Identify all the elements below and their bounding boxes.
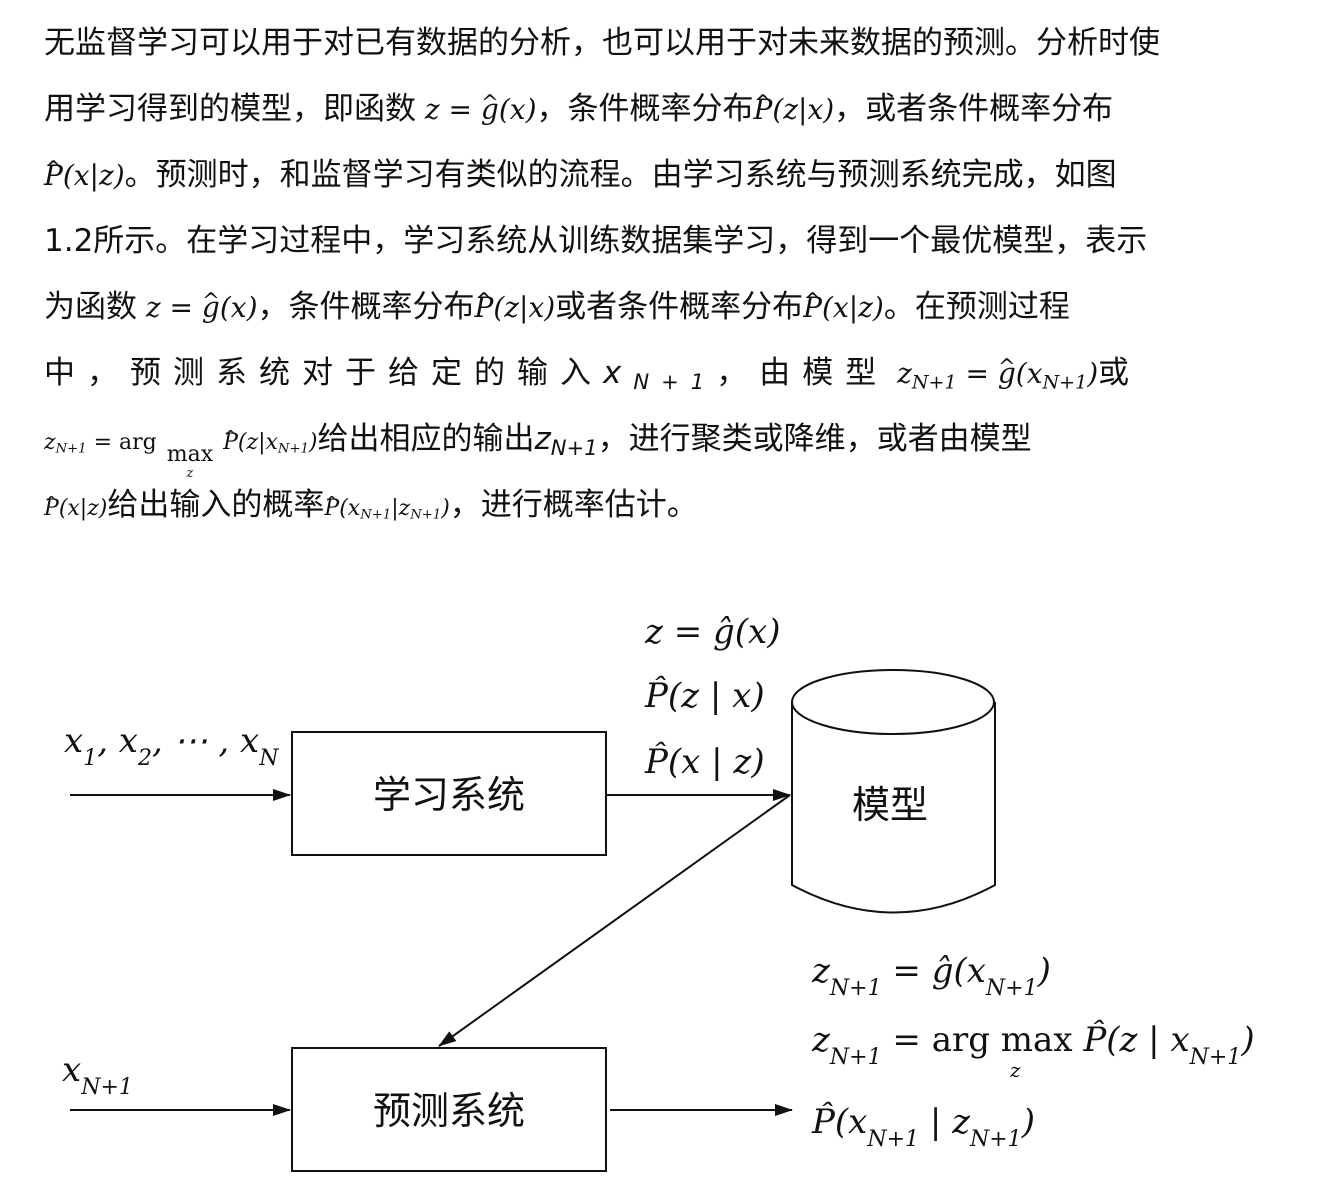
paragraph-text: 。在预测过程 [883, 289, 1070, 325]
model-to-prediction-arrow [438, 794, 791, 1047]
learned-output-2: P̂(z | x) [644, 675, 765, 716]
paragraph-line-1: 无监督学习可以用于对已有数据的分析，也可以用于对未来数据的预测。分析时使 [44, 10, 1240, 76]
paragraph-line-3: P(x|z)。预测时，和监督学习有类似的流程。由学习系统与预测系统完成，如图 [44, 142, 1240, 208]
paragraph-text: ，条件概率分布 [536, 91, 754, 127]
inline-formula: zN+1 = g(xN+1) [888, 357, 1098, 393]
paragraph-text: ，由模型 [716, 355, 889, 391]
prediction-output-2: zN+1 = arg max P̂(z | xN+1) [811, 1019, 1255, 1070]
model-cylinder-top [791, 669, 995, 735]
paragraph-line-6: 中，预测系统对于给定的输入xN+1，由模型 zN+1 = g(xN+1)或 [44, 340, 1240, 406]
prediction-system-label: 预测系统 [373, 1089, 525, 1133]
argmax-subscript: z [1009, 1058, 1021, 1082]
inline-formula: P(xN+1|zN+1) [324, 496, 449, 523]
paragraph-line-4: 1.2所示。在学习过程中，学习系统从训练数据集学习，得到一个最优模型，表示 [44, 208, 1240, 274]
learning-system-box [291, 731, 607, 856]
paragraph-text: ，进行概率估计。 [449, 487, 698, 523]
body-paragraph: 无监督学习可以用于对已有数据的分析，也可以用于对未来数据的预测。分析时使 用学习… [44, 10, 1240, 538]
prediction-output-1: zN+1 = ĝ(xN+1) [811, 951, 1051, 1001]
inline-formula: z = g(x) [137, 291, 258, 324]
training-input-label: x1, x2, ⋯ , xN [64, 721, 279, 771]
paragraph-text: 。预测时，和监督学习有类似的流程。由学习系统与预测系统完成，如图 [124, 157, 1117, 193]
paragraph-line-8: P(x|z)给出输入的概率P(xN+1|zN+1)，进行概率估计。 [44, 472, 1240, 538]
paragraph-text: 1.2所示。在学习过程中，学习系统从训练数据集学习，得到一个最优模型，表示 [44, 223, 1148, 259]
paragraph-text: ，或者条件概率分布 [834, 91, 1114, 127]
inline-formula: zN+1 [534, 421, 598, 460]
inline-formula: xN+1 [603, 355, 717, 394]
model-label: 模型 [852, 783, 928, 827]
paragraph-text: 给出输入的概率 [107, 487, 325, 523]
inline-formula: P(x|z) [44, 496, 107, 521]
prediction-output-3: P̂(xN+1 | zN+1) [811, 1101, 1035, 1152]
paragraph-text: 或 [1098, 355, 1130, 391]
model-cylinder-body [791, 702, 996, 914]
paragraph-text: 给出相应的输出 [317, 421, 535, 457]
paragraph-text: 为函数 [44, 289, 137, 325]
inline-formula: P(x|z) [44, 159, 125, 192]
inline-formula: P(z|x) [475, 291, 556, 324]
inline-formula: P(z|x) [754, 93, 835, 126]
paragraph-text: 中，预测系统对于给定的输入 [44, 355, 603, 391]
paragraph-text: ，进行聚类或降维，或者由模型 [597, 421, 1032, 457]
new-input-label: xN+1 [62, 1050, 133, 1100]
inline-formula: z = g(x) [416, 93, 537, 126]
paragraph-text: 或者条件概率分布 [555, 289, 804, 325]
learned-output-3: P̂(x | z) [644, 741, 765, 782]
learning-system-label: 学习系统 [373, 773, 525, 817]
paragraph-text: ，条件概率分布 [257, 289, 475, 325]
paragraph-line-2: 用学习得到的模型，即函数 z = g(x)，条件概率分布P(z|x)，或者条件概… [44, 76, 1240, 142]
inline-formula: P(x|z) [803, 291, 884, 324]
paragraph-text: 无监督学习可以用于对已有数据的分析，也可以用于对未来数据的预测。分析时使 [44, 25, 1160, 61]
paragraph-text: 用学习得到的模型，即函数 [44, 91, 416, 127]
paragraph-line-5: 为函数 z = g(x)，条件概率分布P(z|x)或者条件概率分布P(x|z)。… [44, 274, 1240, 340]
prediction-system-box [291, 1047, 607, 1172]
learned-output-1: z = ĝ(x) [644, 612, 781, 652]
